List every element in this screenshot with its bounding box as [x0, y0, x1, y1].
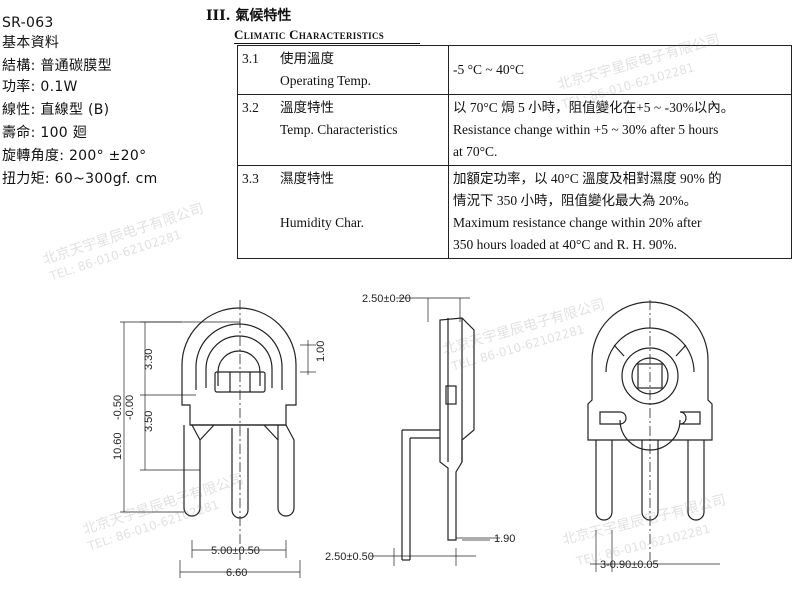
row-name: 濕度特性 Humidity Char.: [276, 165, 449, 259]
dim-pin-spacing: 5.00±0.50: [211, 545, 260, 557]
row-value: -5 °C ~ 40°C: [448, 45, 792, 95]
row-value-line: -5 °C ~ 40°C: [453, 62, 524, 77]
dim-overall-width: 6.60: [226, 567, 247, 579]
dim-350: 3.50: [143, 411, 155, 432]
dim-1060: 10.60: [112, 432, 124, 460]
row-number: 3.2: [237, 94, 276, 166]
spec-structure: 結構: 普通碳膜型: [2, 58, 112, 74]
spec-heading: 基本資料: [2, 35, 60, 51]
row-name-en: Humidity Char.: [280, 215, 364, 230]
section-title: III. 氣候特性: [206, 8, 292, 24]
table-row: 3.1 使用溫度 Operating Temp. -5 °C ~ 40°C: [237, 45, 792, 95]
spec-power: 功率: 0.1W: [2, 79, 78, 95]
dim-side-pitch: 2.50±0.50: [325, 551, 374, 563]
side-view: [370, 297, 500, 566]
row-value-line: 以 70°C 焗 5 小時，阻值變化在+5 ~ -30%以內。: [453, 100, 735, 115]
table-title-underline: [234, 43, 420, 44]
row-value-line: at 70°C.: [453, 144, 498, 159]
row-value-line: Resistance change within +5 ~ 30% after …: [453, 122, 719, 137]
dim-1060-tol-minus: -0.00: [124, 395, 136, 420]
row-value: 以 70°C 焗 5 小時，阻值變化在+5 ~ -30%以內。 Resistan…: [448, 94, 792, 166]
table-row: 3.3 濕度特性 Humidity Char. 加額定功率，以 40°C 溫度及…: [237, 165, 792, 259]
dim-top-width: 2.50±0.20: [362, 293, 411, 305]
row-name-cn: 溫度特性: [280, 100, 334, 115]
row-name-en: Temp. Characteristics: [280, 122, 398, 137]
row-value-line: 情況下 350 小時，阻值變化最大為 20%。: [453, 193, 698, 208]
dim-330: 3.30: [143, 349, 155, 370]
spec-life: 壽命: 100 廻: [2, 125, 88, 141]
row-value-line: 加額定功率，以 40°C 溫度及相對濕度 90% 的: [453, 171, 722, 186]
row-name: 使用溫度 Operating Temp.: [276, 45, 449, 95]
row-value-line: 350 hours loaded at 40°C and R. H. 90%.: [453, 237, 677, 252]
row-number: 3.3: [237, 165, 276, 259]
row-name-en: Operating Temp.: [280, 73, 372, 88]
dim-lead-190: 1.90: [494, 533, 515, 545]
dim-100: 1.00: [315, 341, 327, 362]
dim-pin-diameter: 3-0.90±0.05: [600, 559, 659, 571]
climatic-table: 3.1 使用溫度 Operating Temp. -5 °C ~ 40°C 3.…: [237, 45, 792, 259]
dim-1060-tol-plus: -0.50: [112, 395, 124, 420]
back-view: [587, 300, 720, 572]
table-title: Climatic Characteristics: [234, 27, 385, 42]
front-view: [120, 300, 316, 578]
spec-torque: 扭力矩: 60~300gf. cm: [2, 171, 158, 187]
row-name-cn: 使用溫度: [280, 51, 334, 66]
row-name: 溫度特性 Temp. Characteristics: [276, 94, 449, 166]
spec-rotation-angle: 旋轉角度: 200° ±20°: [2, 148, 147, 164]
model-number: SR-063: [2, 15, 54, 31]
table-row: 3.2 溫度特性 Temp. Characteristics 以 70°C 焗 …: [237, 94, 792, 166]
row-name-cn: 濕度特性: [280, 171, 334, 186]
spec-taper: 線性: 直線型 (B): [2, 102, 110, 118]
row-value-line: Maximum resistance change within 20% aft…: [453, 215, 702, 230]
row-value: 加額定功率，以 40°C 溫度及相對濕度 90% 的 情況下 350 小時，阻值…: [448, 165, 792, 259]
